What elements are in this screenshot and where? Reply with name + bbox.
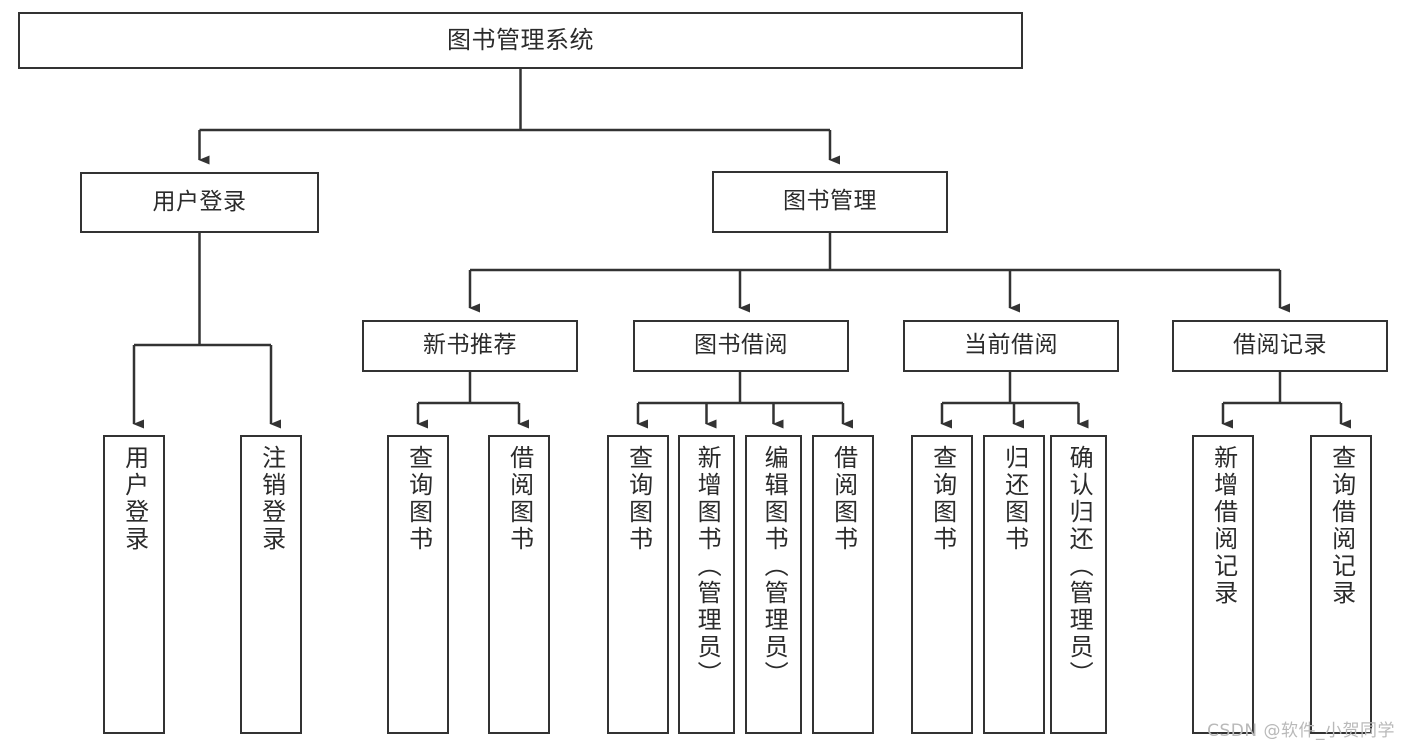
node-leaf-add-record-label: 新增借阅记录 (1209, 445, 1238, 607)
node-leaf-add-book-label: 新增图书（管理员） (693, 445, 722, 688)
node-leaf-add-record[interactable]: 新增借阅记录 (1192, 435, 1254, 734)
node-leaf-edit-book[interactable]: 编辑图书（管理员） (745, 435, 802, 734)
node-leaf-query-record[interactable]: 查询借阅记录 (1310, 435, 1372, 734)
node-leaf-borrow-book-2[interactable]: 借阅图书 (812, 435, 874, 734)
node-leaf-query-book-3-label: 查询图书 (928, 445, 957, 553)
node-book-borrow[interactable]: 图书借阅 (633, 320, 849, 372)
node-book-borrow-label: 图书借阅 (694, 332, 788, 359)
node-leaf-query-book-2-label: 查询图书 (624, 445, 653, 553)
node-leaf-return-book[interactable]: 归还图书 (983, 435, 1045, 734)
node-leaf-query-book-1-label: 查询图书 (404, 445, 433, 553)
node-new-book-rec[interactable]: 新书推荐 (362, 320, 578, 372)
node-root-label: 图书管理系统 (447, 26, 594, 55)
node-borrow-record[interactable]: 借阅记录 (1172, 320, 1388, 372)
node-root[interactable]: 图书管理系统 (18, 12, 1023, 69)
node-leaf-borrow-book-1[interactable]: 借阅图书 (488, 435, 550, 734)
node-leaf-logout[interactable]: 注销登录 (240, 435, 302, 734)
node-book-manage[interactable]: 图书管理 (712, 171, 948, 233)
node-leaf-add-book[interactable]: 新增图书（管理员） (678, 435, 735, 734)
node-leaf-borrow-book-1-label: 借阅图书 (505, 445, 534, 553)
node-current-borrow[interactable]: 当前借阅 (903, 320, 1119, 372)
csdn-watermark: CSDN @软件_小贺同学 (1207, 721, 1395, 741)
node-new-book-rec-label: 新书推荐 (423, 332, 517, 359)
node-leaf-confirm-return[interactable]: 确认归还（管理员） (1050, 435, 1107, 734)
node-current-borrow-label: 当前借阅 (964, 332, 1058, 359)
node-leaf-user-login[interactable]: 用户登录 (103, 435, 165, 734)
node-book-manage-label: 图书管理 (783, 188, 877, 215)
node-leaf-query-book-2[interactable]: 查询图书 (607, 435, 669, 734)
node-leaf-edit-book-label: 编辑图书（管理员） (760, 445, 789, 688)
node-leaf-return-book-label: 归还图书 (1000, 445, 1029, 553)
node-borrow-record-label: 借阅记录 (1233, 332, 1327, 359)
node-leaf-logout-label: 注销登录 (257, 445, 286, 553)
node-leaf-user-login-label: 用户登录 (120, 445, 149, 553)
node-leaf-borrow-book-2-label: 借阅图书 (829, 445, 858, 553)
node-leaf-confirm-return-label: 确认归还（管理员） (1065, 445, 1094, 688)
node-leaf-query-book-1[interactable]: 查询图书 (387, 435, 449, 734)
node-leaf-query-record-label: 查询借阅记录 (1327, 445, 1356, 607)
node-user-login-label: 用户登录 (152, 188, 247, 215)
node-user-login[interactable]: 用户登录 (80, 172, 319, 233)
node-leaf-query-book-3[interactable]: 查询图书 (911, 435, 973, 734)
